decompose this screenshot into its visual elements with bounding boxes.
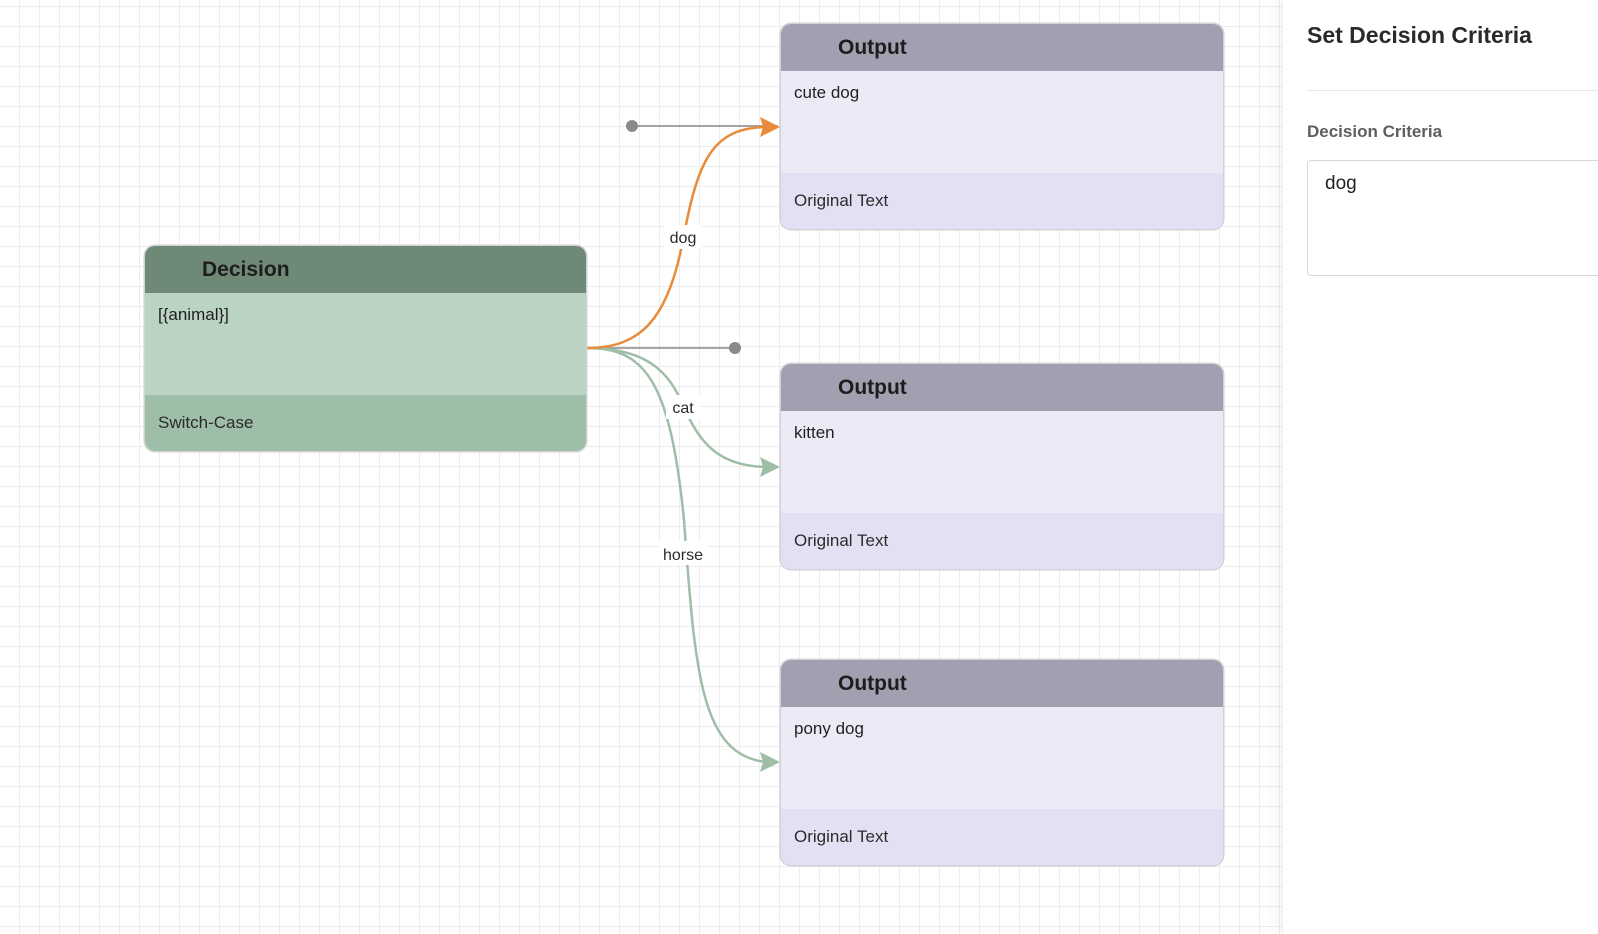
edge-horse[interactable]	[586, 346, 767, 764]
edge-cat-label-bg	[666, 395, 700, 419]
decision-node-footer: Switch-Case	[145, 395, 586, 451]
output-node-body: kitten	[781, 411, 1223, 513]
decision-node-expression: [{animal}]	[158, 305, 229, 324]
output-node-type: Original Text	[794, 191, 889, 210]
output-node-text: cute dog	[794, 83, 860, 102]
output-node[interactable]: Output pony dog Original Text	[781, 660, 1223, 865]
output-node-type: Original Text	[794, 531, 889, 550]
decision-criteria-input[interactable]: dog	[1307, 160, 1598, 276]
output-node-body: cute dog	[781, 71, 1223, 173]
edge-cat-label[interactable]: cat	[672, 400, 694, 417]
output-node-footer: Original Text	[781, 513, 1223, 569]
decision-node[interactable]: Decision [{animal}] Switch-Case	[145, 246, 586, 451]
settings-panel: Set Decision Criteria Decision Criteria …	[1282, 0, 1598, 934]
edge-horse-label-bg	[659, 541, 707, 565]
output-node[interactable]: Output kitten Original Text	[781, 364, 1223, 569]
output-node[interactable]: Output cute dog Original Text	[781, 24, 1223, 229]
decision-node-title: Decision	[202, 257, 290, 281]
edge-dog-label-bg	[664, 225, 702, 249]
connection-handle-top[interactable]	[626, 120, 638, 132]
output-node-title: Output	[838, 375, 907, 399]
output-node-footer: Original Text	[781, 173, 1223, 229]
output-node-text: pony dog	[794, 719, 864, 738]
connection-handle-middle[interactable]	[729, 342, 741, 354]
edge-dog-arrowhead	[760, 117, 780, 137]
output-node-footer: Original Text	[781, 809, 1223, 865]
output-node-title: Output	[838, 671, 907, 695]
output-node-text: kitten	[794, 423, 835, 442]
decision-node-type: Switch-Case	[158, 413, 254, 432]
panel-title: Set Decision Criteria	[1307, 22, 1532, 48]
edge-horse-arrowhead	[760, 752, 780, 772]
output-node-type: Original Text	[794, 827, 889, 846]
decision-node-body: [{animal}]	[145, 293, 586, 395]
output-node-header: Output	[781, 364, 1223, 411]
edge-cat-arrowhead	[760, 457, 780, 477]
output-node-header: Output	[781, 24, 1223, 71]
output-node-body: pony dog	[781, 707, 1223, 809]
edges-layer: horse cat dog	[586, 117, 780, 772]
edge-horse-label[interactable]: horse	[663, 547, 703, 564]
edge-dog-label[interactable]: dog	[670, 230, 697, 247]
output-node-header: Output	[781, 660, 1223, 707]
flow-canvas[interactable]: horse cat dog Decision [{animal}] Switch…	[0, 0, 1282, 934]
decision-criteria-label: Decision Criteria	[1307, 122, 1443, 141]
output-node-title: Output	[838, 35, 907, 59]
decision-node-header: Decision	[145, 246, 586, 293]
panel-divider	[1307, 90, 1598, 91]
